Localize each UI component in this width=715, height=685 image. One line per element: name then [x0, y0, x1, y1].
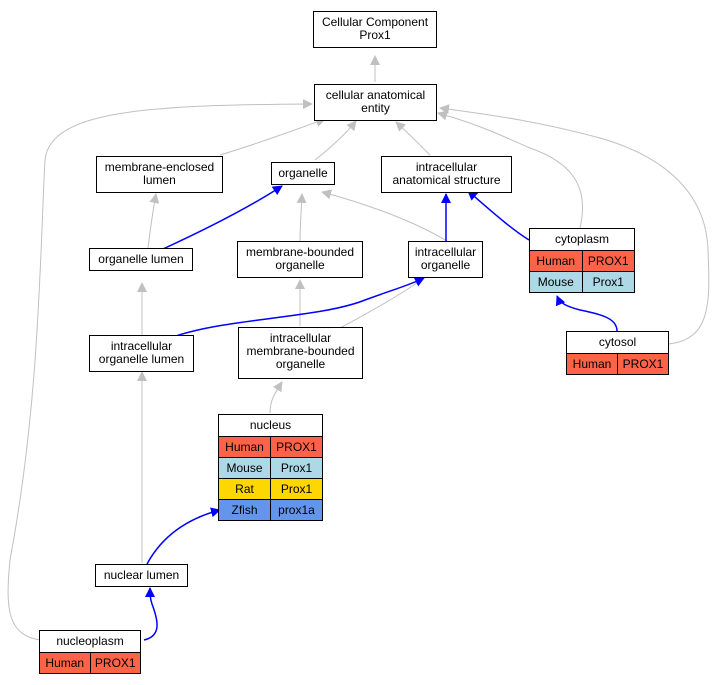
- edge-ol-mel: [147, 193, 160, 249]
- node-mbo-label-2: organelle: [275, 258, 325, 272]
- node-mel-label-2: lumen: [143, 173, 176, 187]
- species-cell: Human: [40, 652, 90, 673]
- node-cytoplasm-label: cytoplasm: [554, 232, 610, 246]
- node-root-sublabel: Prox1: [359, 28, 391, 42]
- node-iol-label-2: organelle lumen: [98, 352, 185, 366]
- edge-io-organelle: [321, 189, 448, 242]
- node-mbo-label-1: membrane-bounded: [245, 245, 355, 259]
- node-nl-label: nuclear lumen: [103, 568, 180, 582]
- edge-cytoplasm-ias: [467, 190, 530, 241]
- node-imbo-label-1: intracellular: [269, 331, 332, 345]
- gene-cell: Prox1: [581, 271, 634, 292]
- node-io-label-2: organelle: [420, 258, 471, 272]
- node-io-label-1: intracellular: [414, 245, 477, 259]
- part-of-edges: [143, 185, 618, 641]
- species-cell: Human: [219, 436, 271, 458]
- edge-np-cae: [7, 99, 313, 641]
- edge-cytosol-cytoplasm: [555, 295, 618, 332]
- is-a-edges: [7, 55, 710, 641]
- node-ol-label: organelle lumen: [98, 252, 184, 266]
- species-cell: Human: [530, 250, 582, 272]
- edge-cytoplasm-cae: [437, 110, 584, 229]
- gene-cell: Prox1: [270, 457, 322, 479]
- node-organelle-label: organelle: [278, 166, 328, 180]
- node-imbo-label-2: membrane-bounded: [246, 344, 355, 358]
- gene-cell: Prox1: [270, 478, 322, 500]
- node-np-label: nucleoplasm: [56, 634, 124, 648]
- species-cell: Human: [567, 353, 618, 374]
- node-cytosol-label: cytosol: [598, 335, 637, 349]
- node-iol-label-1: intracellular: [110, 339, 173, 353]
- node-mel-label-1: membrane-enclosed: [104, 160, 215, 174]
- gene-cell: PROX1: [270, 436, 322, 458]
- species-cell: Zfish: [219, 499, 271, 520]
- edge-nucleus-imbo: [269, 381, 283, 414]
- edge-mbo-organelle: [296, 193, 307, 242]
- edge-imbo-io: [339, 280, 421, 329]
- edge-nl-nucleus: [146, 507, 221, 565]
- species-cell: Mouse: [530, 271, 582, 292]
- edge-iol-io: [175, 277, 425, 337]
- gene-cell: PROX1: [617, 353, 668, 374]
- node-nuclear-lumen[interactable]: nuclear lumen: [95, 564, 188, 587]
- edge-organelle-cae: [314, 120, 357, 161]
- edge-ol-organelle: [162, 185, 283, 250]
- node-cae-label-2: entity: [361, 101, 390, 115]
- node-ias-label-1: intracellular: [415, 160, 478, 174]
- edge-np-nl: [143, 587, 158, 641]
- node-organelle[interactable]: organelle: [271, 162, 335, 185]
- node-organelle-lumen[interactable]: organelle lumen: [89, 248, 193, 271]
- edge-ias-cae: [395, 121, 431, 156]
- species-cell: Mouse: [219, 457, 271, 479]
- edge-cytosol-cae: [439, 104, 710, 345]
- node-root-label: Cellular Component: [321, 15, 429, 29]
- node-nucleus-label: nucleus: [249, 418, 292, 432]
- gene-cell: PROX1: [581, 250, 634, 272]
- node-cae-label-1: cellular anatomical: [325, 88, 426, 102]
- gene-cell: PROX1: [89, 652, 140, 673]
- species-cell: Rat: [219, 478, 271, 500]
- node-ias-label-2: anatomical structure: [392, 173, 501, 187]
- node-imbo-label-3: organelle: [275, 357, 326, 371]
- gene-cell: prox1a: [270, 499, 322, 520]
- edge-mel-cae: [219, 117, 326, 156]
